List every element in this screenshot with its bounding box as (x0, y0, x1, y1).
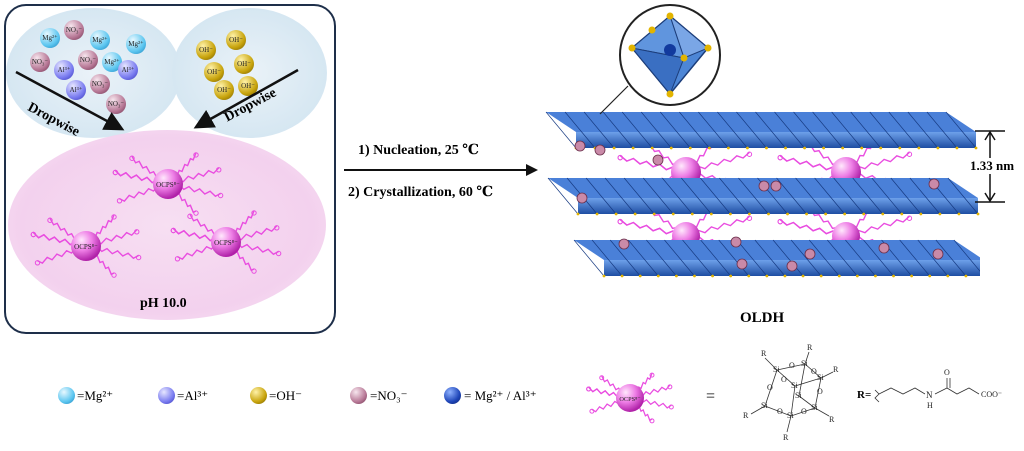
carboxylate-label: COO⁻ (981, 390, 1002, 399)
si-atom: Si (791, 381, 798, 390)
legend-ocps-molecule: OCPS⁸⁻ (586, 372, 674, 424)
legend-oh-label: =OH⁻ (269, 388, 302, 403)
o-atom: O (789, 361, 795, 370)
r-atom: R (783, 433, 789, 442)
r-atom: R (833, 365, 839, 374)
nitrate-ion (594, 144, 606, 156)
legend-oh-icon (250, 387, 267, 404)
r-group-label: R= (857, 389, 871, 401)
hydroxide-layer (545, 111, 978, 150)
legend-equals: = (706, 388, 716, 405)
o-atom: O (801, 407, 807, 416)
nitrate-ion (618, 238, 630, 250)
reactant-panel (4, 4, 336, 334)
legend-no3-icon (350, 387, 367, 404)
nitrate-ion (770, 180, 782, 192)
ocps-molecule: OCPS⁸⁻ (30, 214, 142, 278)
legend-mixed-metal-icon (444, 387, 461, 404)
si-atom: Si (773, 365, 780, 374)
nitrate-ion (736, 258, 748, 270)
legend-mixed-metal-label: = Mg²⁺ / Al³⁺ (464, 388, 537, 403)
r-atom: R (761, 349, 767, 358)
nitrate-ion (576, 192, 588, 204)
octahedron-zoom (619, 4, 721, 106)
legend-al-label: =Al³⁺ (177, 388, 209, 403)
si-atom: Si (811, 403, 818, 412)
r-atom: R (807, 343, 813, 352)
nitrate-ion (730, 236, 742, 248)
ocps-label: OCPS⁸⁻ (156, 181, 180, 189)
dropwise-arrow-right (193, 68, 299, 129)
no3-ion: NO₃⁻ (64, 20, 84, 40)
nitrate-ion (878, 242, 890, 254)
nitrate-ion (932, 248, 944, 260)
ocps-solution-ellipse (8, 130, 326, 320)
si-atom: Si (817, 373, 824, 382)
no3-ion: NO₃⁻ (78, 50, 98, 70)
si-atom: Si (761, 401, 768, 410)
hydroxide-ion: OH⁻ (214, 80, 234, 100)
ocps-molecule: OCPS⁸⁻ (112, 152, 224, 216)
legend-mg-icon (58, 387, 75, 404)
ocps-molecules: OCPS⁸⁻ OCPS⁸⁻ OCPS⁸⁻ (30, 152, 282, 278)
o-atom: O (811, 367, 817, 376)
nitrate-ion (928, 178, 940, 190)
ocps-label: OCPS⁸⁻ (214, 239, 238, 247)
hydroxide-ion: OH⁻ (196, 40, 216, 60)
o-atom: O (781, 375, 787, 384)
poss-cage-structure: Si Si Si Si Si Si Si Si O O O O O O O R … (743, 343, 1002, 442)
si-atom: Si (787, 411, 794, 420)
r-atom: R (829, 415, 835, 424)
al-ion: Al³⁺ (118, 60, 138, 80)
ocps-molecule: OCPS⁸⁻ (586, 372, 674, 424)
mg-ion: Mg²⁺ (102, 52, 122, 72)
o-atom: O (767, 383, 773, 392)
mg-ion: Mg²⁺ (126, 34, 146, 54)
al-ion: Al³⁺ (54, 60, 74, 80)
o-atom: O (817, 387, 823, 396)
no3-ion: NO₃⁻ (90, 74, 110, 94)
nitrate-ion (786, 260, 798, 272)
al-ion: Al³⁺ (66, 80, 86, 100)
dropwise-arrows (15, 68, 299, 131)
hydroxide-layer (573, 239, 980, 278)
n-atom: N (926, 390, 933, 400)
nitrate-ion (652, 154, 664, 166)
o-atom: O (944, 368, 950, 377)
dropwise-arrow-left (15, 70, 125, 131)
legend-al-icon (158, 387, 175, 404)
ocps-molecule: OCPS⁸⁻ (170, 210, 282, 274)
hydroxide-ion: OH⁻ (234, 54, 254, 74)
process-arrow (344, 164, 538, 176)
nitrate-ion (758, 180, 770, 192)
o-atom: O (777, 407, 783, 416)
zoom-pointer (599, 85, 629, 115)
step-crystallization: 2) Crystallization, 60 ℃ (348, 185, 494, 200)
ocps-label: OCPS⁸⁻ (74, 243, 98, 251)
no3-ion: NO₃⁻ (30, 52, 50, 72)
legend-mg-label: =Mg²⁺ (77, 388, 114, 403)
r-atom: R (743, 411, 749, 420)
interlayer-spacing-label: 1.33 nm (968, 158, 1017, 174)
metal-ion-solution-ellipse (6, 8, 181, 138)
no3-ion: NO₃⁻ (106, 94, 126, 114)
ocps-label: OCPS⁸⁻ (619, 396, 640, 403)
mg-ion: Mg²⁺ (40, 28, 60, 48)
si-atom: Si (801, 359, 808, 368)
hydroxide-ion: OH⁻ (204, 62, 224, 82)
mg-ion: Mg²⁺ (90, 30, 110, 50)
hydroxide-ion: OH⁻ (238, 76, 258, 96)
oldh-structure (545, 85, 980, 278)
oldh-label: OLDH (740, 310, 785, 326)
hydroxide-ion: OH⁻ (226, 30, 246, 50)
nitrate-ion (804, 248, 816, 260)
nitrate-ion (574, 140, 586, 152)
si-atom: Si (795, 391, 802, 400)
h-atom: H (927, 401, 933, 410)
step-nucleation: 1) Nucleation, 25 ℃ (358, 143, 479, 158)
ph-label: pH 10.0 (140, 296, 187, 311)
legend-no3-label: =NO₃⁻ (370, 388, 408, 403)
